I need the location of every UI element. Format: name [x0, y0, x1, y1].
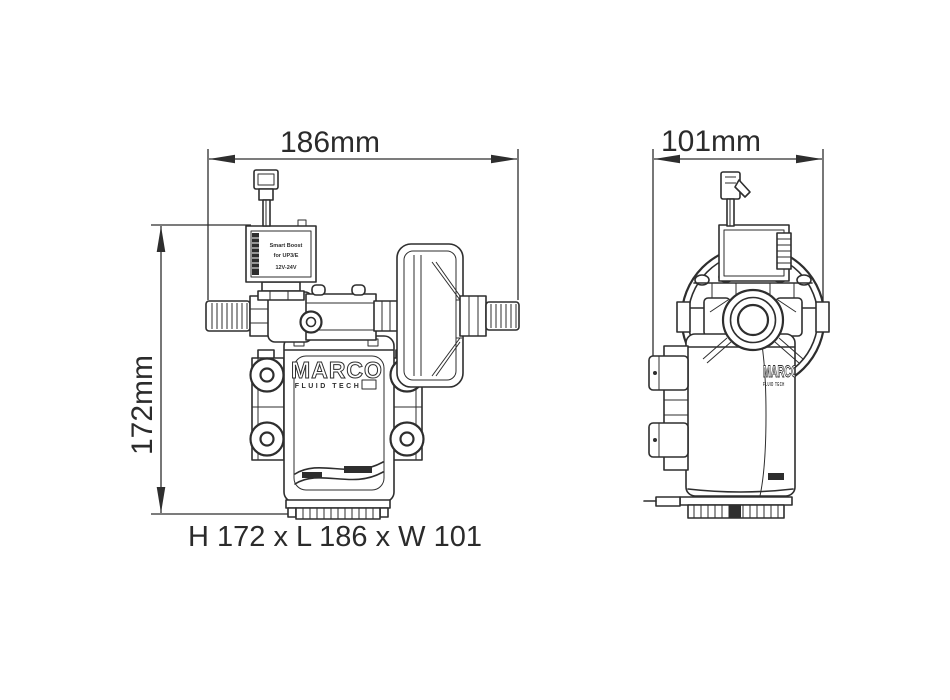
- arrow-right: [491, 154, 517, 164]
- dimension-height: 172mm: [126, 224, 289, 515]
- control-box-front: Smart Boost for UP3/E 12V-24V: [245, 219, 317, 283]
- motor-body-side: MARCO FLUID TECH: [685, 333, 799, 497]
- brand-logo-side: MARCO FLUID TECH: [763, 362, 799, 387]
- small-print-side: [768, 473, 784, 480]
- center-port: [702, 288, 804, 364]
- brand-logo-front: MARCO FLUID TECH: [291, 357, 383, 391]
- outlet-collar: [459, 295, 487, 337]
- control-box-label-line3: 12V-24V: [275, 265, 296, 271]
- arrow-right: [796, 154, 822, 164]
- small-print-right: [344, 466, 372, 473]
- front-view: MARCO FLUID TECH: [205, 169, 520, 520]
- side-tab-left: [676, 301, 691, 333]
- spade-terminal: [734, 179, 751, 198]
- inlet-hose-barb: [205, 300, 251, 332]
- bolt-head: [351, 284, 366, 296]
- size-caption: H 172 x L 186 x W 101: [188, 521, 482, 553]
- arrow-left: [209, 154, 235, 164]
- manifold-assembly: [205, 243, 520, 388]
- fluid-tech-side-text: FLUID TECH: [763, 381, 785, 387]
- mounting-feet-side: [648, 345, 689, 471]
- connector-strip: [252, 233, 259, 275]
- marco-logo-text: MARCO: [291, 357, 383, 383]
- dimension-width: 101mm: [652, 125, 824, 356]
- width-dimension-label: 101mm: [661, 125, 761, 158]
- side-view: MARCO FLUID TECH: [643, 171, 830, 519]
- swoosh-line: [294, 471, 384, 485]
- base-side: [643, 496, 793, 519]
- side-tab-right: [815, 301, 830, 333]
- bolt-head: [311, 284, 326, 296]
- small-print-left: [302, 472, 322, 478]
- pipe-stub: [373, 300, 401, 332]
- control-box-label-line2: for UP3/E: [274, 253, 299, 259]
- marco-logo-side-text: MARCO: [763, 362, 799, 381]
- pump-head-cover: [396, 243, 464, 388]
- base-foot-tab: [655, 496, 681, 507]
- fluid-tech-text: FLUID TECH: [295, 383, 362, 390]
- hex-fitting: [257, 281, 305, 301]
- logo-mark-box: [361, 379, 377, 390]
- length-dimension-label: 186mm: [280, 126, 380, 159]
- swoosh-line: [294, 461, 384, 475]
- height-dimension-label: 172mm: [126, 355, 159, 455]
- motor-body-front: [283, 335, 395, 503]
- arrow-bottom: [156, 487, 166, 513]
- dimension-length: 186mm: [207, 126, 519, 300]
- control-box-side: [718, 224, 792, 282]
- base-bolt: [729, 505, 741, 518]
- arrow-left: [654, 154, 680, 164]
- power-connector-side: [720, 171, 751, 227]
- control-box-label-line1: Smart Boost: [270, 243, 303, 249]
- power-connector-front: [253, 169, 279, 227]
- box-stud: [297, 219, 307, 227]
- base-front: [285, 499, 391, 520]
- arrow-top: [156, 226, 166, 252]
